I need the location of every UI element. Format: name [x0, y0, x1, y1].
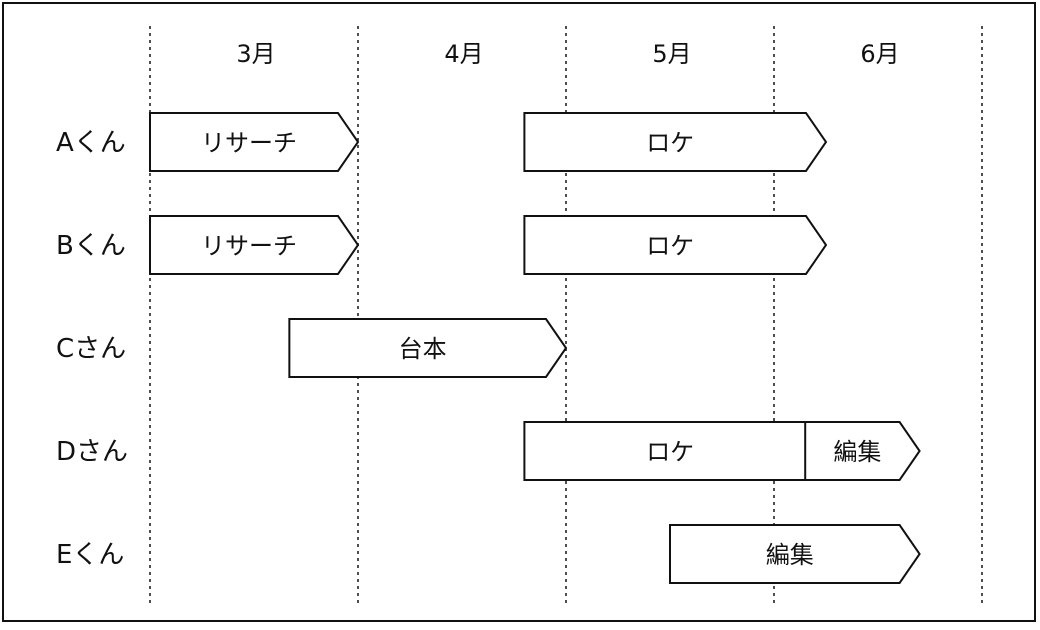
task-bar: ロケ [523, 215, 828, 275]
task-arrow-shape [288, 318, 568, 378]
person-label: Bくん [56, 231, 126, 261]
task-label: 編集 [766, 541, 814, 569]
task-bar: 編集 [804, 421, 921, 481]
task-arrow-shape [669, 524, 921, 584]
task-bar: 編集 [669, 524, 921, 584]
task-arrow-shape [523, 215, 828, 275]
task-label: ロケ [646, 129, 694, 157]
task-arrow-shape [149, 112, 360, 172]
task-arrow-shape [149, 215, 360, 275]
task-bar: リサーチ [149, 112, 360, 172]
task-bar: ロケ [523, 421, 828, 481]
person-label: Cさん [56, 334, 126, 364]
task-label: 台本 [399, 335, 447, 363]
task-label: ロケ [646, 438, 694, 466]
month-label: 3月 [236, 40, 275, 68]
task-label: リサーチ [201, 232, 297, 260]
task-arrow-shape [804, 421, 921, 481]
person-label: Dさん [56, 437, 128, 467]
task-bar: 台本 [288, 318, 568, 378]
task-bar: ロケ [523, 112, 828, 172]
task-arrow-shape [523, 112, 828, 172]
task-bars: リサーチロケリサーチロケ台本ロケ編集編集 [149, 112, 921, 584]
month-header: 3月 4月 5月 6月 [236, 40, 899, 68]
task-bar: リサーチ [149, 215, 360, 275]
people-labels: Aくん Bくん Cさん Dさん Eくん [56, 128, 128, 570]
task-label: 編集 [833, 438, 881, 466]
month-grid [149, 26, 983, 604]
person-label: Eくん [56, 540, 124, 570]
task-label: ロケ [646, 232, 694, 260]
task-label: リサーチ [201, 129, 297, 157]
month-label: 6月 [860, 40, 899, 68]
month-label: 4月 [444, 40, 483, 68]
month-label: 5月 [652, 40, 691, 68]
person-label: Aくん [56, 128, 126, 158]
